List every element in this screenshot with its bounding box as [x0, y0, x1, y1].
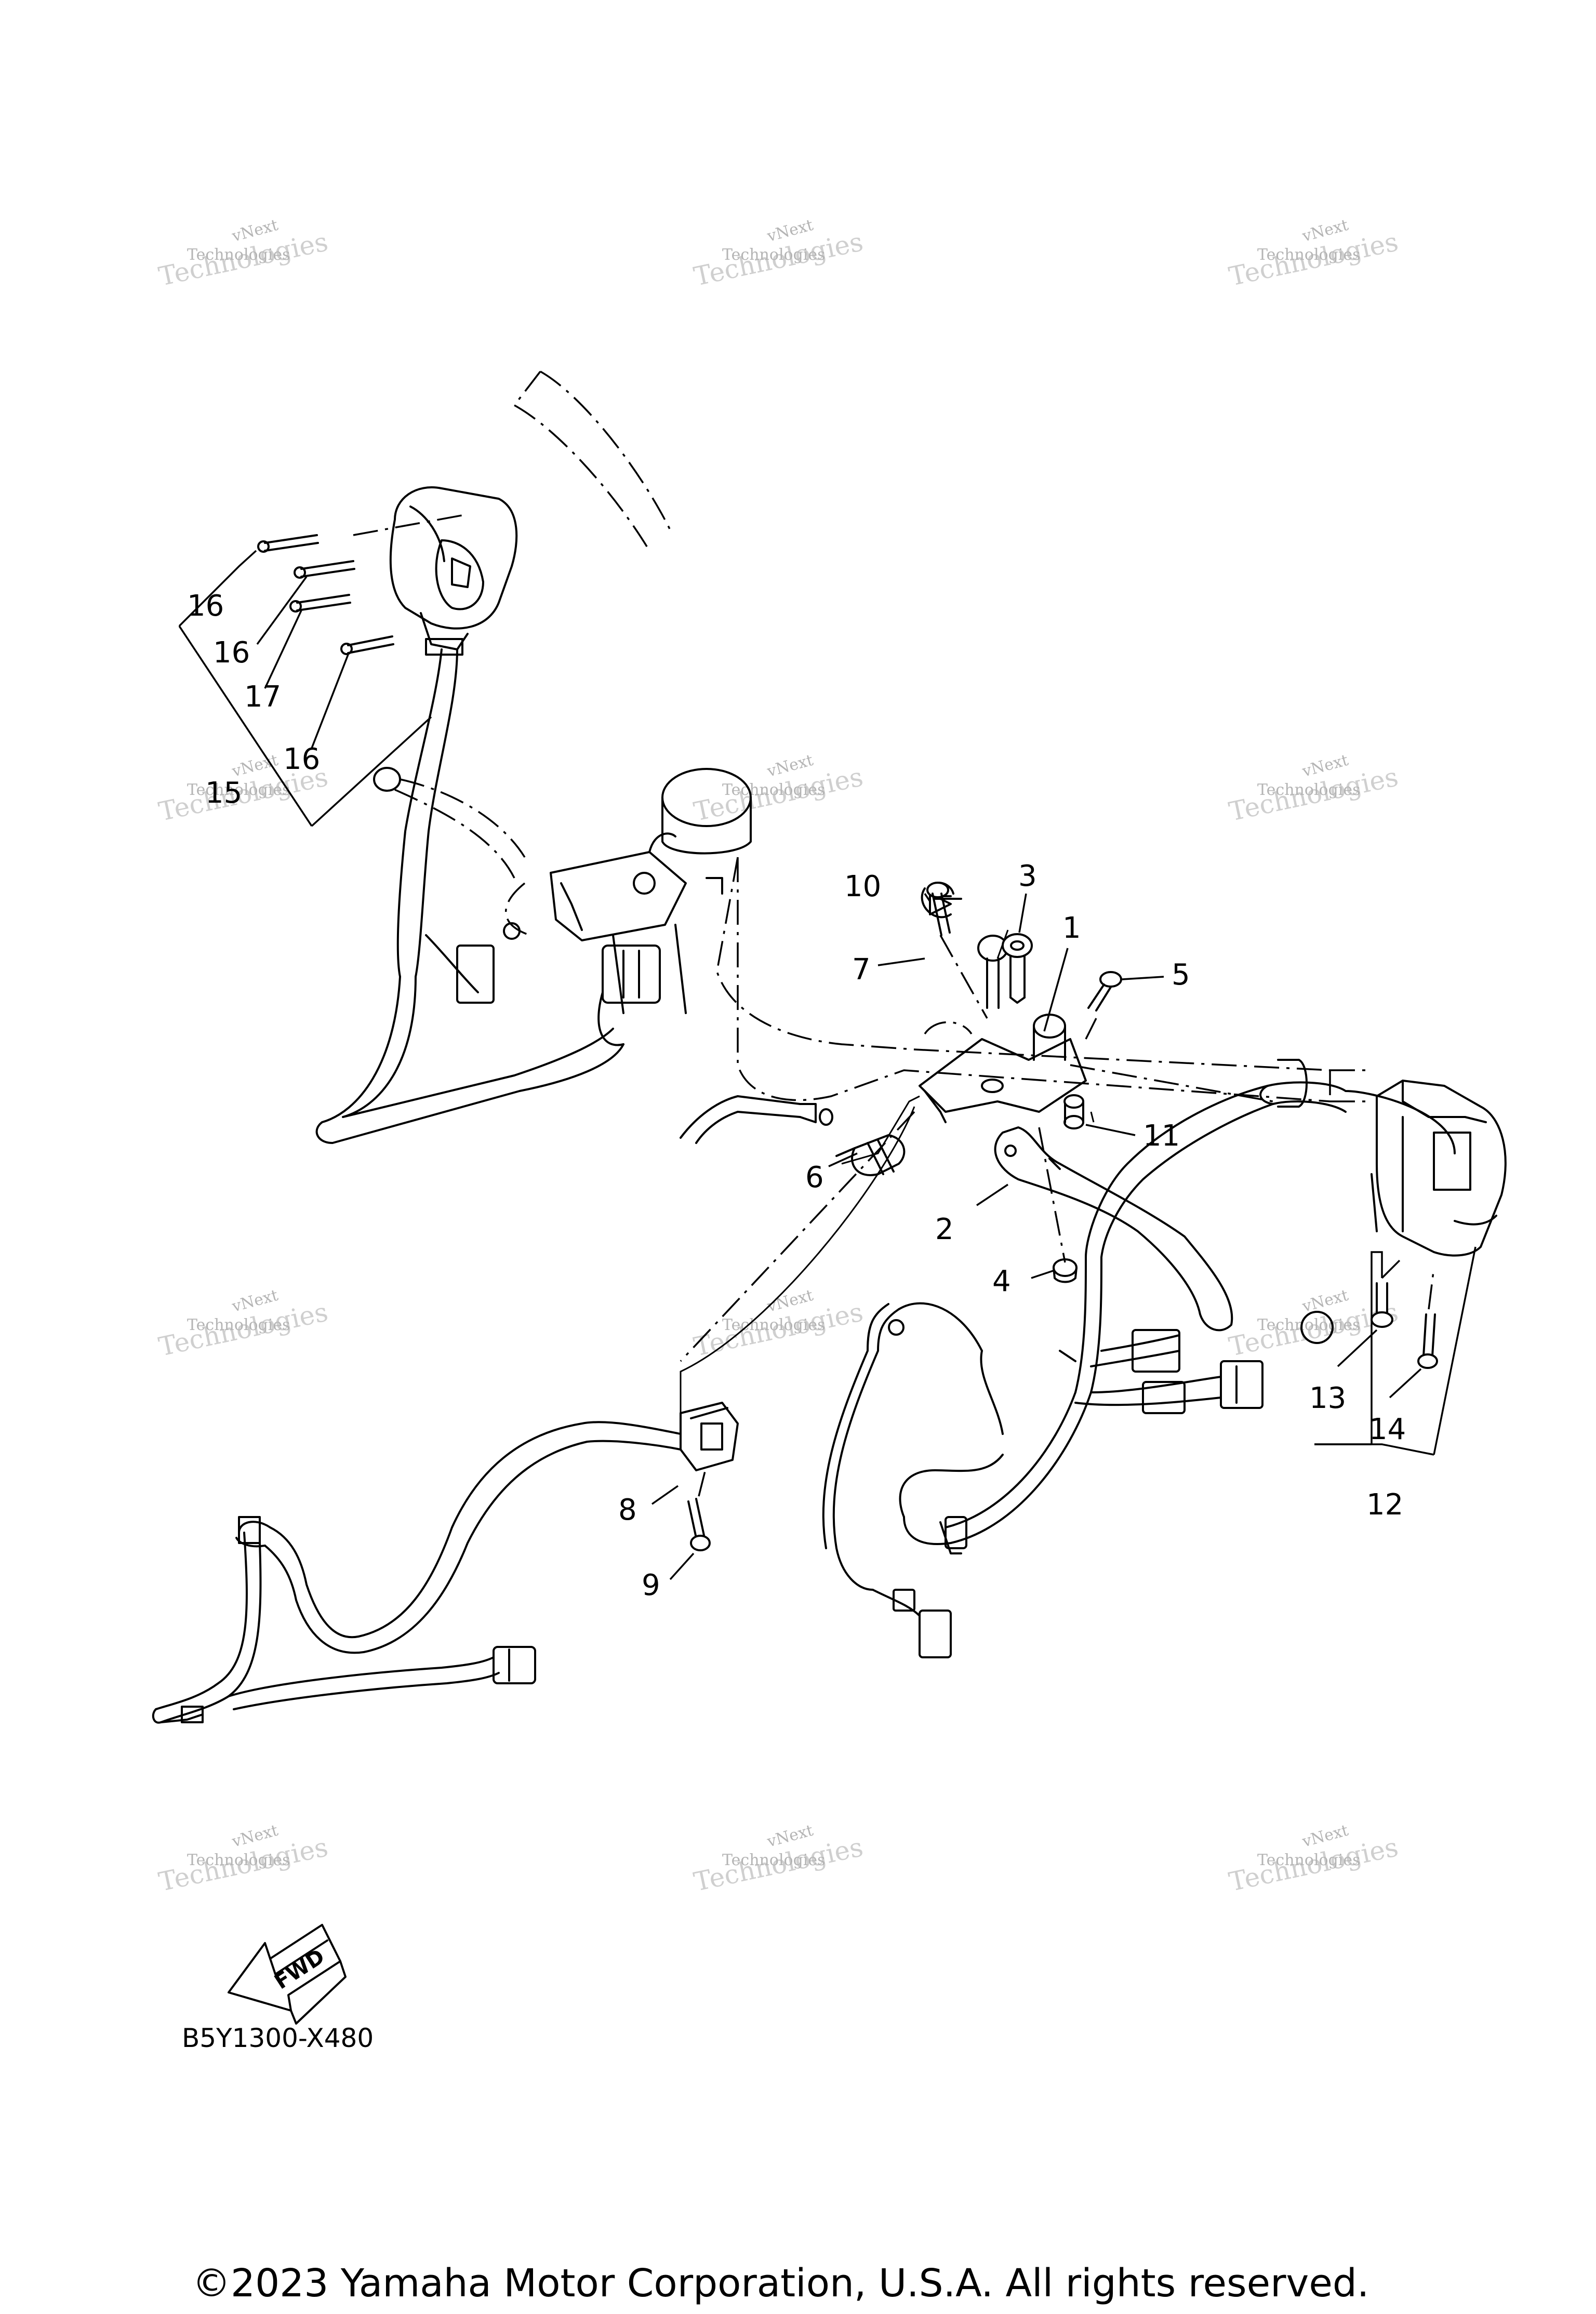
- collar-11: [1063, 1094, 1084, 1129]
- callout-12: 12: [1366, 1488, 1403, 1522]
- screw-13: [1371, 1282, 1393, 1328]
- washer-3: [1002, 933, 1033, 1004]
- copyright-notice: ©2023 Yamaha Motor Corporation, U.S.A. A…: [192, 2261, 1369, 2306]
- callout-16-top: 16: [187, 589, 224, 623]
- callout-3: 3: [1018, 859, 1037, 893]
- callout-labels: 16 16 17 16 15 10 3 1 7 5 11 6 2 4 13 14…: [187, 589, 1406, 1602]
- switch-8-harness: [152, 1402, 739, 1724]
- callout-6: 6: [805, 1161, 824, 1194]
- watermark-line2: Technologies: [1257, 1316, 1361, 1334]
- right-switch-harness: [822, 1085, 1274, 1658]
- callout-17: 17: [244, 680, 281, 714]
- callout-14: 14: [1369, 1413, 1406, 1446]
- drawing-code: B5Y1300-X480: [182, 2023, 374, 2053]
- lever-bracket-assembly: [919, 882, 1087, 1123]
- watermark-line2: Technologies: [1257, 781, 1361, 799]
- callout-13: 13: [1309, 1381, 1346, 1415]
- handlebar-phantom: [504, 370, 1331, 1102]
- callout-5: 5: [1172, 958, 1190, 992]
- callout-10: 10: [844, 870, 881, 903]
- watermark-line2: Technologies: [722, 781, 826, 799]
- nut-4: [1053, 1258, 1078, 1283]
- brake-lever-2: [994, 1126, 1233, 1332]
- right-handlebar-switch: [1259, 1080, 1507, 1257]
- callout-16-bottom: 16: [283, 742, 320, 776]
- callout-9: 9: [642, 1568, 660, 1602]
- watermark-line2: Technologies: [187, 1851, 290, 1869]
- assembly-phantom-lines: [353, 513, 1435, 1497]
- callout-2: 2: [935, 1213, 954, 1246]
- right-grip-phantom: [1277, 1059, 1372, 1344]
- left-handlebar-switch: [389, 486, 518, 656]
- screw-14: [1417, 1313, 1438, 1369]
- leader-lines: [178, 550, 1477, 1580]
- callout-7: 7: [852, 953, 871, 987]
- callout-8: 8: [618, 1493, 637, 1527]
- clutch-master-cylinder: [550, 768, 752, 1014]
- bolt-10: [926, 882, 951, 936]
- watermark-line2: Technologies: [722, 246, 826, 264]
- callout-1: 1: [1062, 911, 1081, 945]
- callout-15: 15: [205, 776, 242, 810]
- watermark-line2: Technologies: [1257, 1851, 1361, 1869]
- callout-11: 11: [1143, 1119, 1180, 1153]
- watermark-line2: Technologies: [187, 246, 290, 264]
- screw-9: [687, 1498, 711, 1551]
- watermark-line2: Technologies: [722, 1316, 826, 1334]
- bolt-6-and-hose: [680, 1095, 906, 1176]
- screws-16-17: [257, 534, 394, 655]
- watermark-line2: Technologies: [1257, 246, 1361, 264]
- watermark-line2: Technologies: [187, 781, 290, 799]
- watermark-line2: Technologies: [722, 1851, 826, 1869]
- watermark-line2: Technologies: [187, 1316, 290, 1334]
- callout-16-middle: 16: [213, 636, 250, 670]
- left-switch-harness: [315, 648, 661, 1144]
- fwd-arrow-icon: FWD: [228, 1924, 347, 2025]
- callout-4: 4: [992, 1265, 1011, 1298]
- left-lever-phantom: [373, 767, 526, 940]
- bolt-5: [1087, 971, 1122, 1012]
